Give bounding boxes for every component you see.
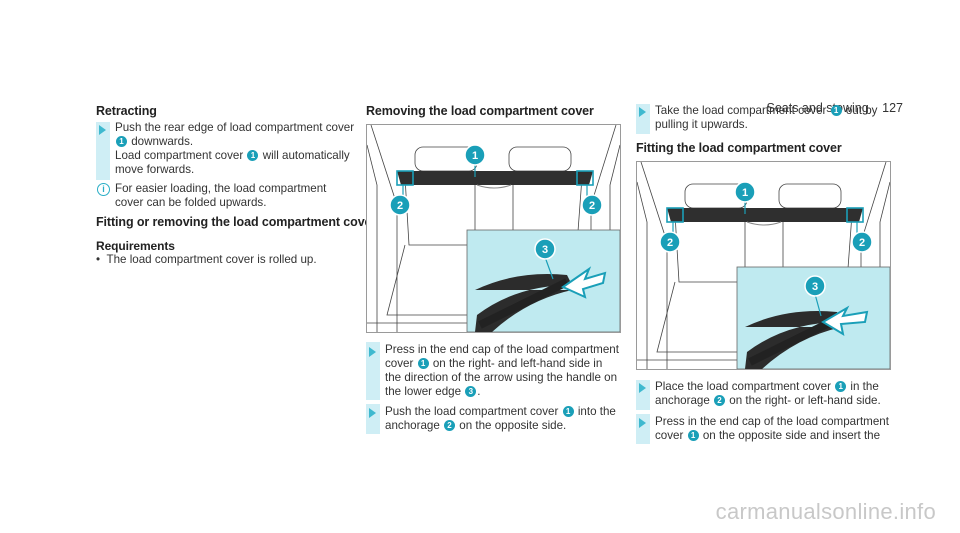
retract-note: For easier loading, the load compartment… [115, 182, 355, 210]
text: will automatically [262, 149, 350, 162]
callout-label: 3 [542, 244, 548, 256]
callout-2-icon: 2 [659, 231, 681, 253]
text: Press in the end cap of the load compart… [385, 343, 619, 356]
text: Press in the end cap of the load compart… [655, 415, 889, 428]
text: on the opposite side and insert the [702, 429, 881, 442]
callout-label: 3 [812, 281, 818, 293]
callout-1-icon: 1 [247, 150, 259, 161]
running-header: Seats and stowing 127 [767, 101, 904, 115]
heading-removing: Removing the load compartment cover [366, 104, 594, 118]
step-arrow-icon [639, 383, 646, 393]
callout-2-icon: 2 [714, 395, 726, 406]
callout-1-icon: 1 [687, 430, 699, 441]
retract-step-1: Push the rear edge of load compartment c… [115, 121, 355, 177]
text: Place the load compartment cover [655, 380, 831, 393]
figure-removing: 1 2 2 3 [366, 124, 621, 333]
callout-2-icon: 2 [851, 231, 873, 253]
text: For easier loading, the load compartment [115, 182, 327, 195]
step-bar [96, 122, 110, 180]
text: cover can be folded upwards. [115, 196, 267, 209]
requirement-item: • The load compartment cover is rolled u… [96, 253, 356, 267]
text: anchorage [385, 419, 440, 432]
step-arrow-icon [369, 347, 376, 357]
callout-label: 1 [472, 150, 478, 162]
step-arrow-icon [369, 408, 376, 418]
text: anchorage [655, 394, 710, 407]
text: on the right- or left-hand side. [729, 394, 881, 407]
callout-2-icon: 2 [444, 420, 456, 431]
text: The load compartment cover is rolled up. [106, 253, 317, 266]
callout-2-icon: 2 [581, 194, 603, 216]
heading-requirements: Requirements [96, 239, 175, 253]
remove-step-3: Take the load compartment cover 1 out by… [655, 104, 895, 132]
callout-label: 2 [589, 200, 595, 212]
callout-label: 2 [397, 200, 403, 212]
text: into the [577, 405, 616, 418]
callout-1-icon: 1 [464, 144, 486, 166]
page-number: 127 [882, 101, 903, 115]
callout-3-icon: 3 [534, 238, 556, 260]
text: move forwards. [115, 163, 195, 176]
text: in the [850, 380, 879, 393]
callout-1-icon: 1 [830, 105, 842, 116]
text: the direction of the arrow using the han… [385, 371, 618, 384]
fit-step-2: Press in the end cap of the load compart… [655, 415, 895, 443]
remove-step-1: Press in the end cap of the load compart… [385, 343, 619, 398]
text: Push the load compartment cover [385, 405, 559, 418]
fit-step-1: Place the load compartment cover 1 in th… [655, 380, 895, 408]
section-title: Seats and stowing [766, 101, 869, 115]
callout-1-icon: 1 [562, 406, 574, 417]
text: Take the load compartment cover [655, 104, 827, 117]
info-icon: i [97, 183, 110, 196]
text: on the opposite side. [459, 419, 567, 432]
text: out by [845, 104, 878, 117]
text: cover [655, 429, 684, 442]
heading-fitting-removing: Fitting or removing the load compartment… [96, 215, 377, 229]
figure-fitting: 1 2 2 3 [636, 161, 891, 370]
text: cover [385, 357, 414, 370]
text: downwards. [131, 135, 194, 148]
text: the lower edge [385, 385, 462, 398]
callout-1-icon: 1 [835, 381, 847, 392]
callout-3-icon: 3 [804, 275, 826, 297]
callout-1-icon: 1 [116, 136, 127, 147]
heading-retracting: Retracting [96, 104, 157, 118]
watermark-text: carmanualsonline.info [715, 499, 936, 524]
step-arrow-icon [639, 107, 646, 117]
bullet-icon: • [96, 253, 107, 266]
callout-label: 2 [667, 237, 673, 249]
text: Load compartment cover [115, 149, 244, 162]
callout-label: 2 [859, 237, 865, 249]
callout-1-icon: 1 [417, 358, 429, 369]
heading-fitting: Fitting the load compartment cover [636, 141, 842, 155]
step-arrow-icon [99, 125, 106, 135]
text: pulling it upwards. [655, 118, 748, 131]
text: Push the rear edge of load compartment c… [115, 121, 355, 134]
text: on the right- and left-hand side in [432, 357, 603, 370]
step-arrow-icon [639, 418, 646, 428]
callout-2-icon: 2 [389, 194, 411, 216]
callout-label: 1 [742, 187, 748, 199]
callout-1-icon: 1 [734, 181, 756, 203]
callout-3-icon: 3 [465, 386, 477, 397]
remove-step-2: Push the load compartment cover 1 into t… [385, 405, 625, 433]
